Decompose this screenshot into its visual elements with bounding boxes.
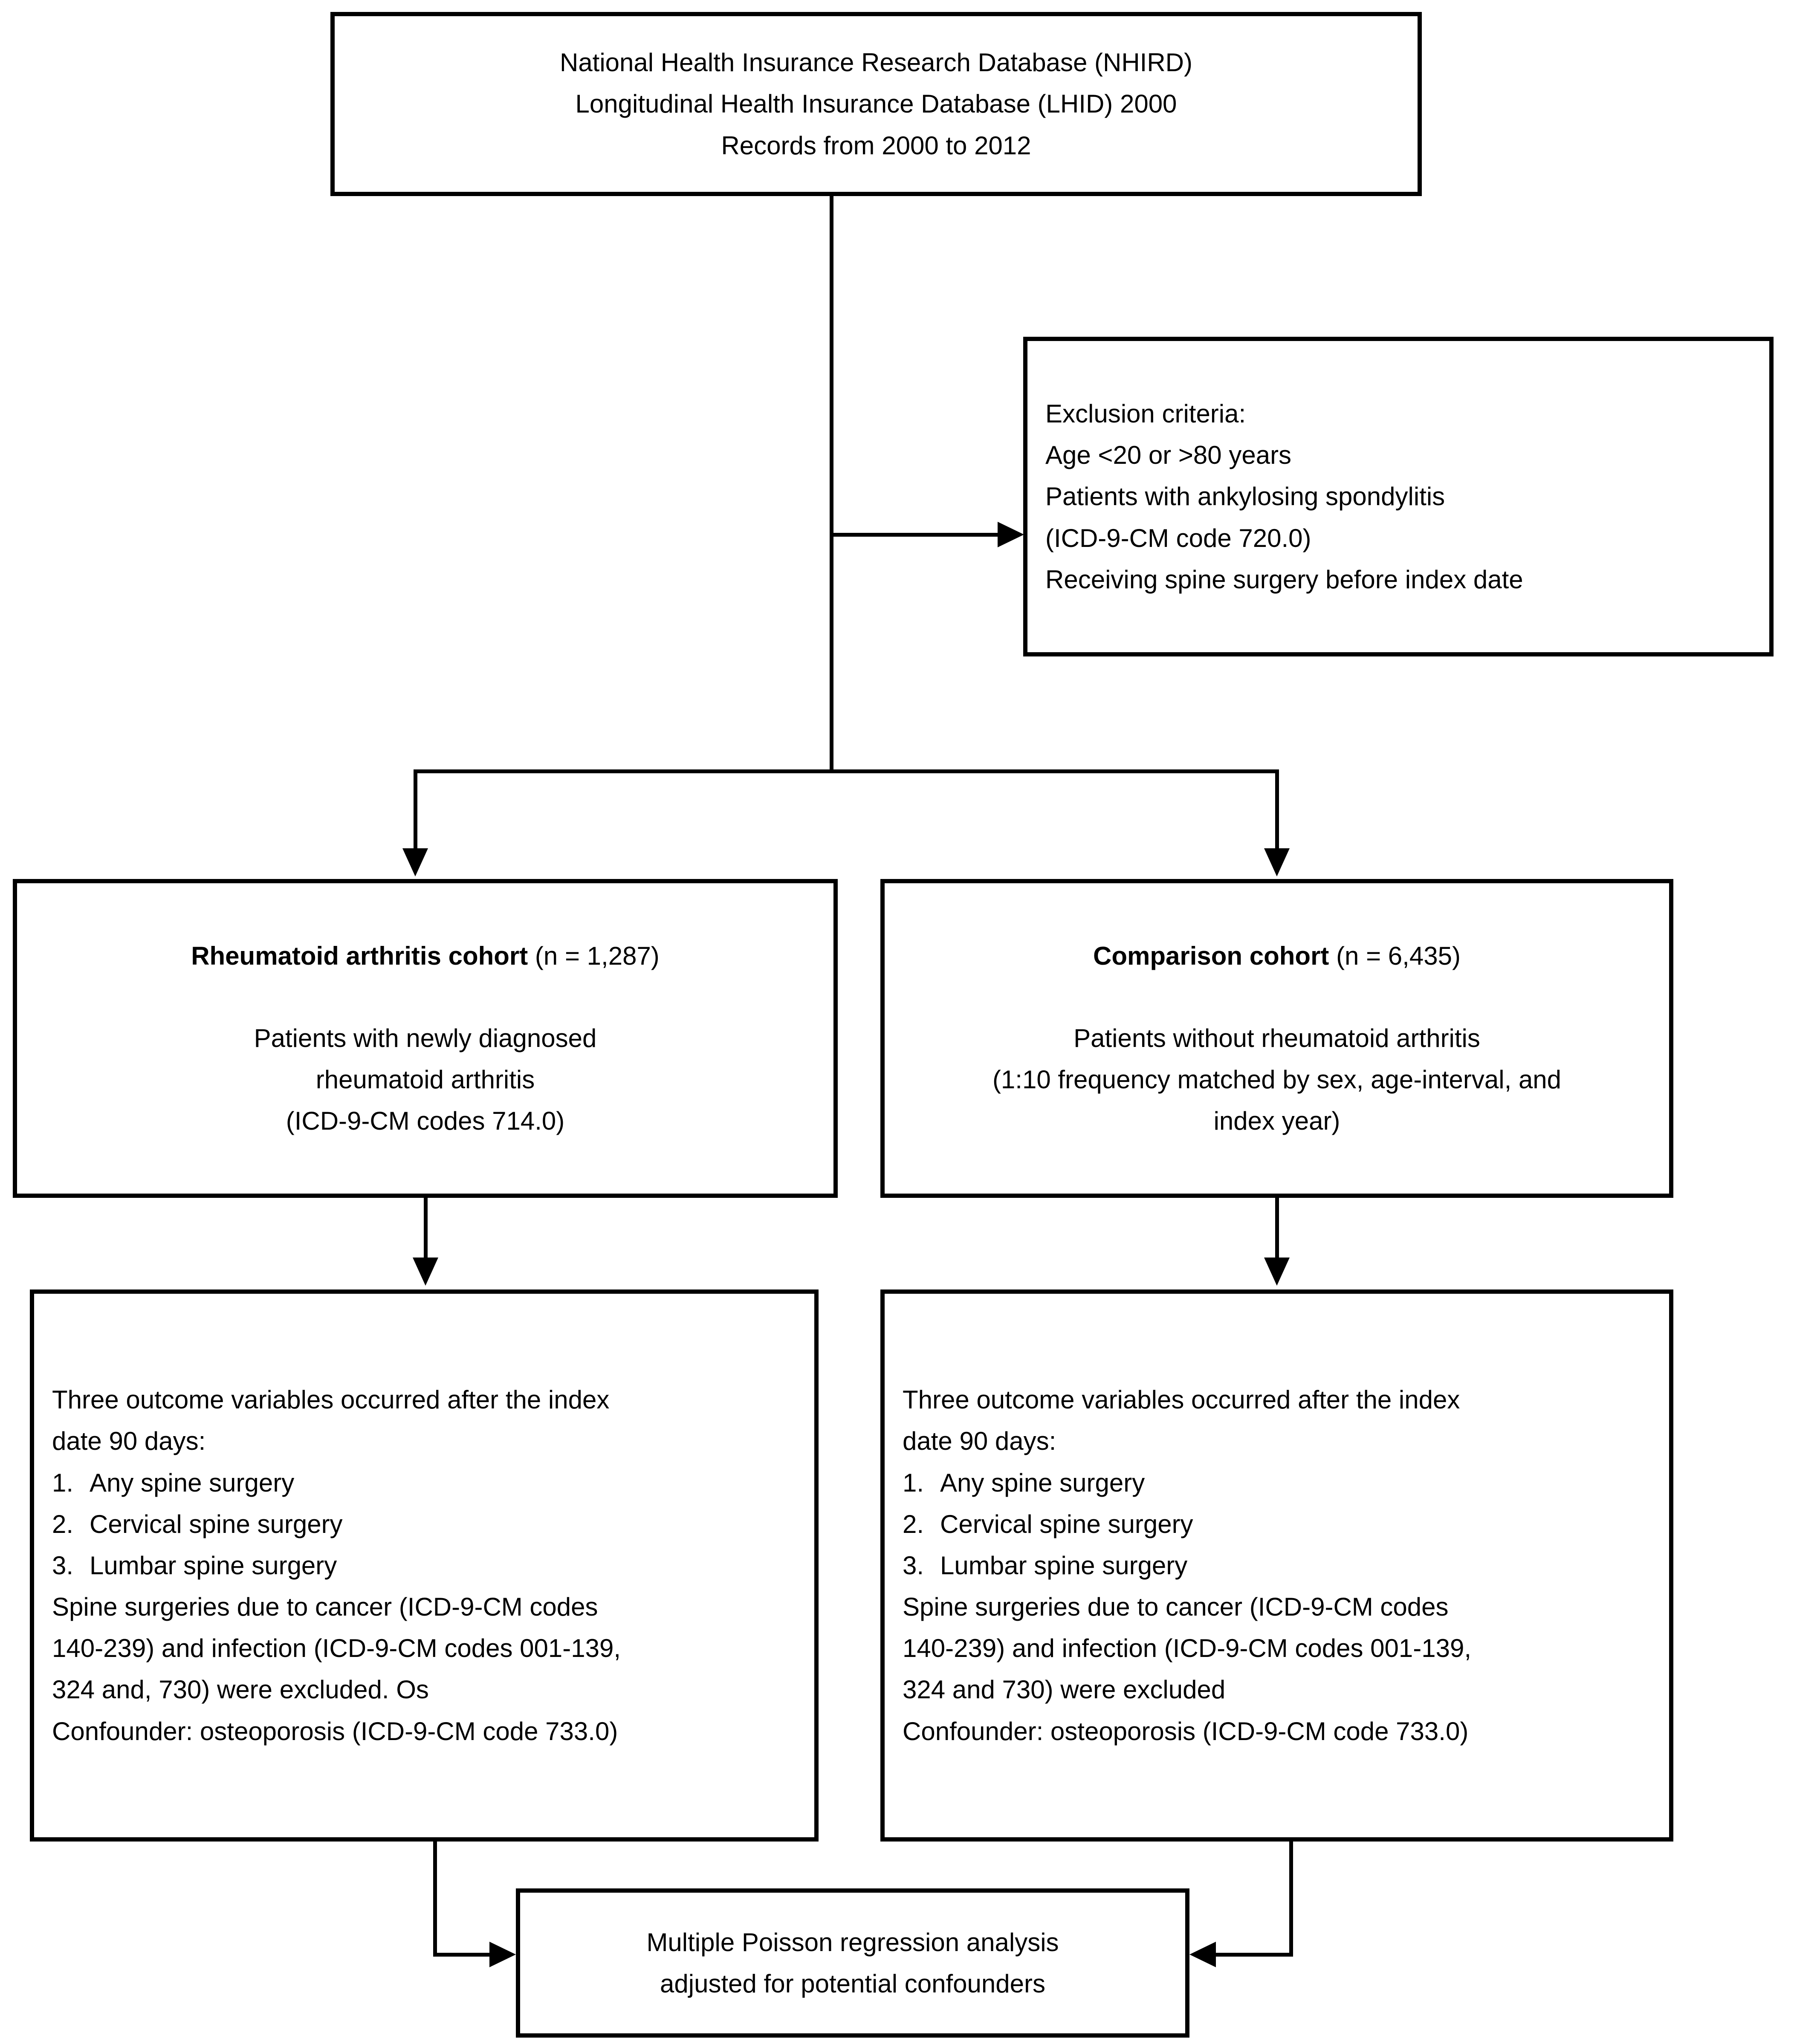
ra-outcome-footer-4: Confounder: osteoporosis (ICD-9-CM code … [52, 1717, 618, 1746]
exclusion-branch-line [830, 533, 1000, 537]
comparison-outcome-item-2: 2. Cervical spine surgery [903, 1503, 1657, 1545]
comparison-outcome-item-1-text: Any spine surgery [940, 1468, 1145, 1497]
comparison-outcome-footer-1: Spine surgeries due to cancer (ICD-9-CM … [903, 1593, 1449, 1622]
comparison-outcome-intro-2: date 90 days: [903, 1427, 1056, 1456]
source-line-3: Records from 2000 to 2012 [721, 131, 1031, 160]
ra-outcome-box: Three outcome variables occurred after t… [30, 1289, 819, 1842]
comparison-outcome-item-2-number: 2. [903, 1509, 924, 1538]
comparison-outcome-box: Three outcome variables occurred after t… [880, 1289, 1673, 1842]
analysis-line-2: adjusted for potential confounders [660, 1969, 1045, 1998]
ra-cohort-to-outcome-line [424, 1198, 428, 1260]
ra-outcome-footer-1: Spine surgeries due to cancer (ICD-9-CM … [52, 1593, 598, 1622]
exclusion-line-2: Age <20 or >80 years [1045, 441, 1292, 470]
analysis-line-1: Multiple Poisson regression analysis [646, 1928, 1059, 1957]
ra-cohort-spacer [17, 977, 833, 1018]
comparison-cohort-arrowhead [1264, 848, 1290, 876]
ra-cohort-title-count: (n = 1,287) [528, 941, 660, 970]
analysis-box: Multiple Poisson regression analysis adj… [516, 1888, 1189, 2038]
comparison-cohort-title-bold: Comparison cohort [1093, 941, 1329, 970]
source-database-box: National Health Insurance Research Datab… [330, 12, 1422, 196]
comparison-cohort-title-count: (n = 6,435) [1329, 941, 1461, 970]
ra-outcome-intro-1: Three outcome variables occurred after t… [52, 1385, 610, 1414]
ra-outcome-item-1: 1. Any spine surgery [52, 1462, 802, 1503]
comparison-outcome-item-3-text: Lumbar spine surgery [940, 1551, 1188, 1580]
exclusion-line-3: Patients with ankylosing spondylitis [1045, 482, 1445, 511]
comparison-outcome-item-1: 1. Any spine surgery [903, 1462, 1657, 1503]
cohort-split-bar [414, 769, 1279, 773]
main-spine-line [830, 196, 833, 772]
ra-cohort-arrowhead [402, 848, 428, 876]
exclusion-line-4: (ICD-9-CM code 720.0) [1045, 523, 1311, 552]
ra-cohort-line-3: (ICD-9-CM codes 714.0) [286, 1107, 565, 1136]
ra-outcome-to-analysis-drop [433, 1842, 437, 1957]
ra-outcome-item-3-text: Lumbar spine surgery [90, 1551, 337, 1580]
comparison-outcome-item-1-number: 1. [903, 1468, 924, 1497]
ra-outcome-item-2: 2. Cervical spine surgery [52, 1503, 802, 1545]
ra-cohort-line-1: Patients with newly diagnosed [254, 1023, 597, 1052]
comparison-outcome-to-analysis-drop [1289, 1842, 1293, 1957]
comparison-cohort-line-2: (1:10 frequency matched by sex, age-inte… [992, 1065, 1562, 1094]
comparison-outcome-item-2-text: Cervical spine surgery [940, 1509, 1193, 1538]
source-line-2: Longitudinal Health Insurance Database (… [575, 90, 1177, 119]
ra-to-analysis-arrowhead [489, 1942, 516, 1967]
comparison-cohort-line-3: index year) [1213, 1107, 1340, 1136]
ra-cohort-title: Rheumatoid arthritis cohort (n = 1,287) [17, 935, 833, 977]
comparison-outcome-footer-3: 324 and 730) were excluded [903, 1675, 1226, 1704]
comparison-outcome-arrowhead [1264, 1258, 1290, 1286]
ra-outcome-item-3: 3. Lumbar spine surgery [52, 1545, 802, 1586]
ra-outcome-footer-2: 140-239) and infection (ICD-9-CM codes 0… [52, 1634, 621, 1663]
comparison-cohort-spacer [885, 977, 1669, 1018]
ra-outcome-to-analysis-run [433, 1953, 489, 1957]
comparison-outcome-to-analysis-run [1216, 1953, 1293, 1957]
exclusion-criteria-box: Exclusion criteria: Age <20 or >80 years… [1023, 337, 1774, 656]
ra-cohort-box: Rheumatoid arthritis cohort (n = 1,287) … [13, 879, 838, 1198]
ra-outcome-arrowhead [413, 1258, 438, 1286]
comparison-outcome-intro-1: Three outcome variables occurred after t… [903, 1385, 1460, 1414]
ra-outcome-item-2-text: Cervical spine surgery [90, 1509, 343, 1538]
comparison-cohort-to-outcome-line [1275, 1198, 1279, 1260]
source-line-1: National Health Insurance Research Datab… [559, 48, 1192, 77]
ra-outcome-item-1-text: Any spine surgery [90, 1468, 295, 1497]
comparison-outcome-item-3: 3. Lumbar spine surgery [903, 1545, 1657, 1586]
ra-outcome-item-2-number: 2. [52, 1509, 74, 1538]
comparison-to-analysis-arrowhead [1189, 1942, 1216, 1967]
ra-cohort-title-bold: Rheumatoid arthritis cohort [191, 941, 528, 970]
comparison-outcome-footer-4: Confounder: osteoporosis (ICD-9-CM code … [903, 1717, 1469, 1746]
ra-outcome-item-3-number: 3. [52, 1551, 74, 1580]
cohort-split-left-drop [414, 769, 417, 850]
cohort-split-right-drop [1275, 769, 1279, 850]
ra-cohort-line-2: rheumatoid arthritis [315, 1065, 535, 1094]
comparison-cohort-box: Comparison cohort (n = 6,435) Patients w… [880, 879, 1673, 1198]
exclusion-line-1: Exclusion criteria: [1045, 399, 1246, 428]
comparison-outcome-item-3-number: 3. [903, 1551, 924, 1580]
ra-outcome-footer-3: 324 and, 730) were excluded. Os [52, 1675, 429, 1704]
ra-outcome-item-1-number: 1. [52, 1468, 74, 1497]
exclusion-line-5: Receiving spine surgery before index dat… [1045, 565, 1523, 594]
comparison-outcome-footer-2: 140-239) and infection (ICD-9-CM codes 0… [903, 1634, 1472, 1663]
exclusion-branch-arrowhead [998, 522, 1024, 547]
comparison-cohort-line-1: Patients without rheumatoid arthritis [1074, 1023, 1480, 1052]
comparison-cohort-title: Comparison cohort (n = 6,435) [885, 935, 1669, 977]
ra-outcome-intro-2: date 90 days: [52, 1427, 206, 1456]
